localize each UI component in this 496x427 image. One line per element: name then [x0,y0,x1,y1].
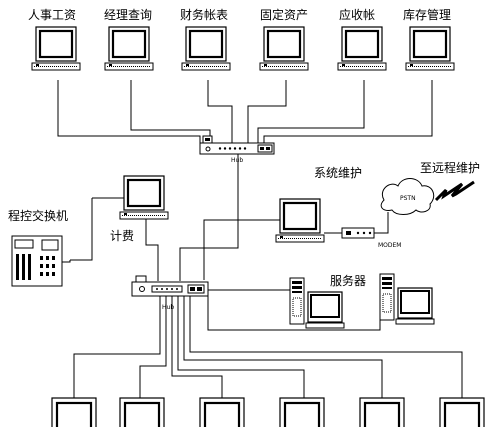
server-wire [207,296,381,331]
computer-icon [180,25,232,72]
remote-label: 至远程维护 [420,160,480,175]
computer-icon [50,396,98,427]
top-wiring [57,80,433,143]
billing-wire [145,219,159,281]
computer-icon [198,396,246,427]
modem-cloud-wire [374,212,389,234]
computer-icon [258,25,310,72]
top-labels: 人事工资 经理查询 财务帐表 固定资产 应收帐 库存管理 [28,7,451,22]
top-label: 应收帐 [339,7,375,22]
billing-label: 计费 [110,229,134,243]
computer-icon [358,396,406,427]
hub-label: Hub [162,304,174,311]
computer-icon [278,396,326,427]
computer-icon [274,197,326,244]
modem-icon: MODEM [341,227,402,249]
top-label: 固定资产 [260,7,308,22]
computer-icon [438,396,486,427]
top-label: 库存管理 [403,7,451,22]
sysmaint-label: 系统维护 [314,166,362,180]
hub-middle: Hub [131,275,209,311]
top-label: 经理查询 [104,8,152,22]
pbx-icon [11,235,63,287]
computer-icon [118,396,166,427]
hub-link [179,154,239,281]
hub-label: Hub [231,157,243,164]
computer-icon [118,174,170,221]
server-label: 服务器 [330,273,366,288]
modem-label: MODEM [378,242,402,249]
computer-icon [103,25,155,72]
top-label: 财务帐表 [180,7,228,22]
pbx-wire-end [62,260,71,263]
server-icon [379,273,435,325]
pbx-label: 程控交换机 [8,208,68,223]
computer-icon [30,25,82,72]
computer-icon [336,25,388,72]
top-workstations [30,25,456,72]
top-label: 人事工资 [28,8,76,22]
lightning-icon [434,180,475,202]
pbx-wire-upper [70,198,93,261]
cloud-icon: PSTN [380,178,435,215]
bottom-wiring [73,296,463,400]
bottom-workstations [50,396,486,427]
hub-top: Hub [199,135,275,164]
sysmaint-wire [203,219,280,280]
computer-icon [404,25,456,72]
pstn-label: PSTN [400,195,416,202]
